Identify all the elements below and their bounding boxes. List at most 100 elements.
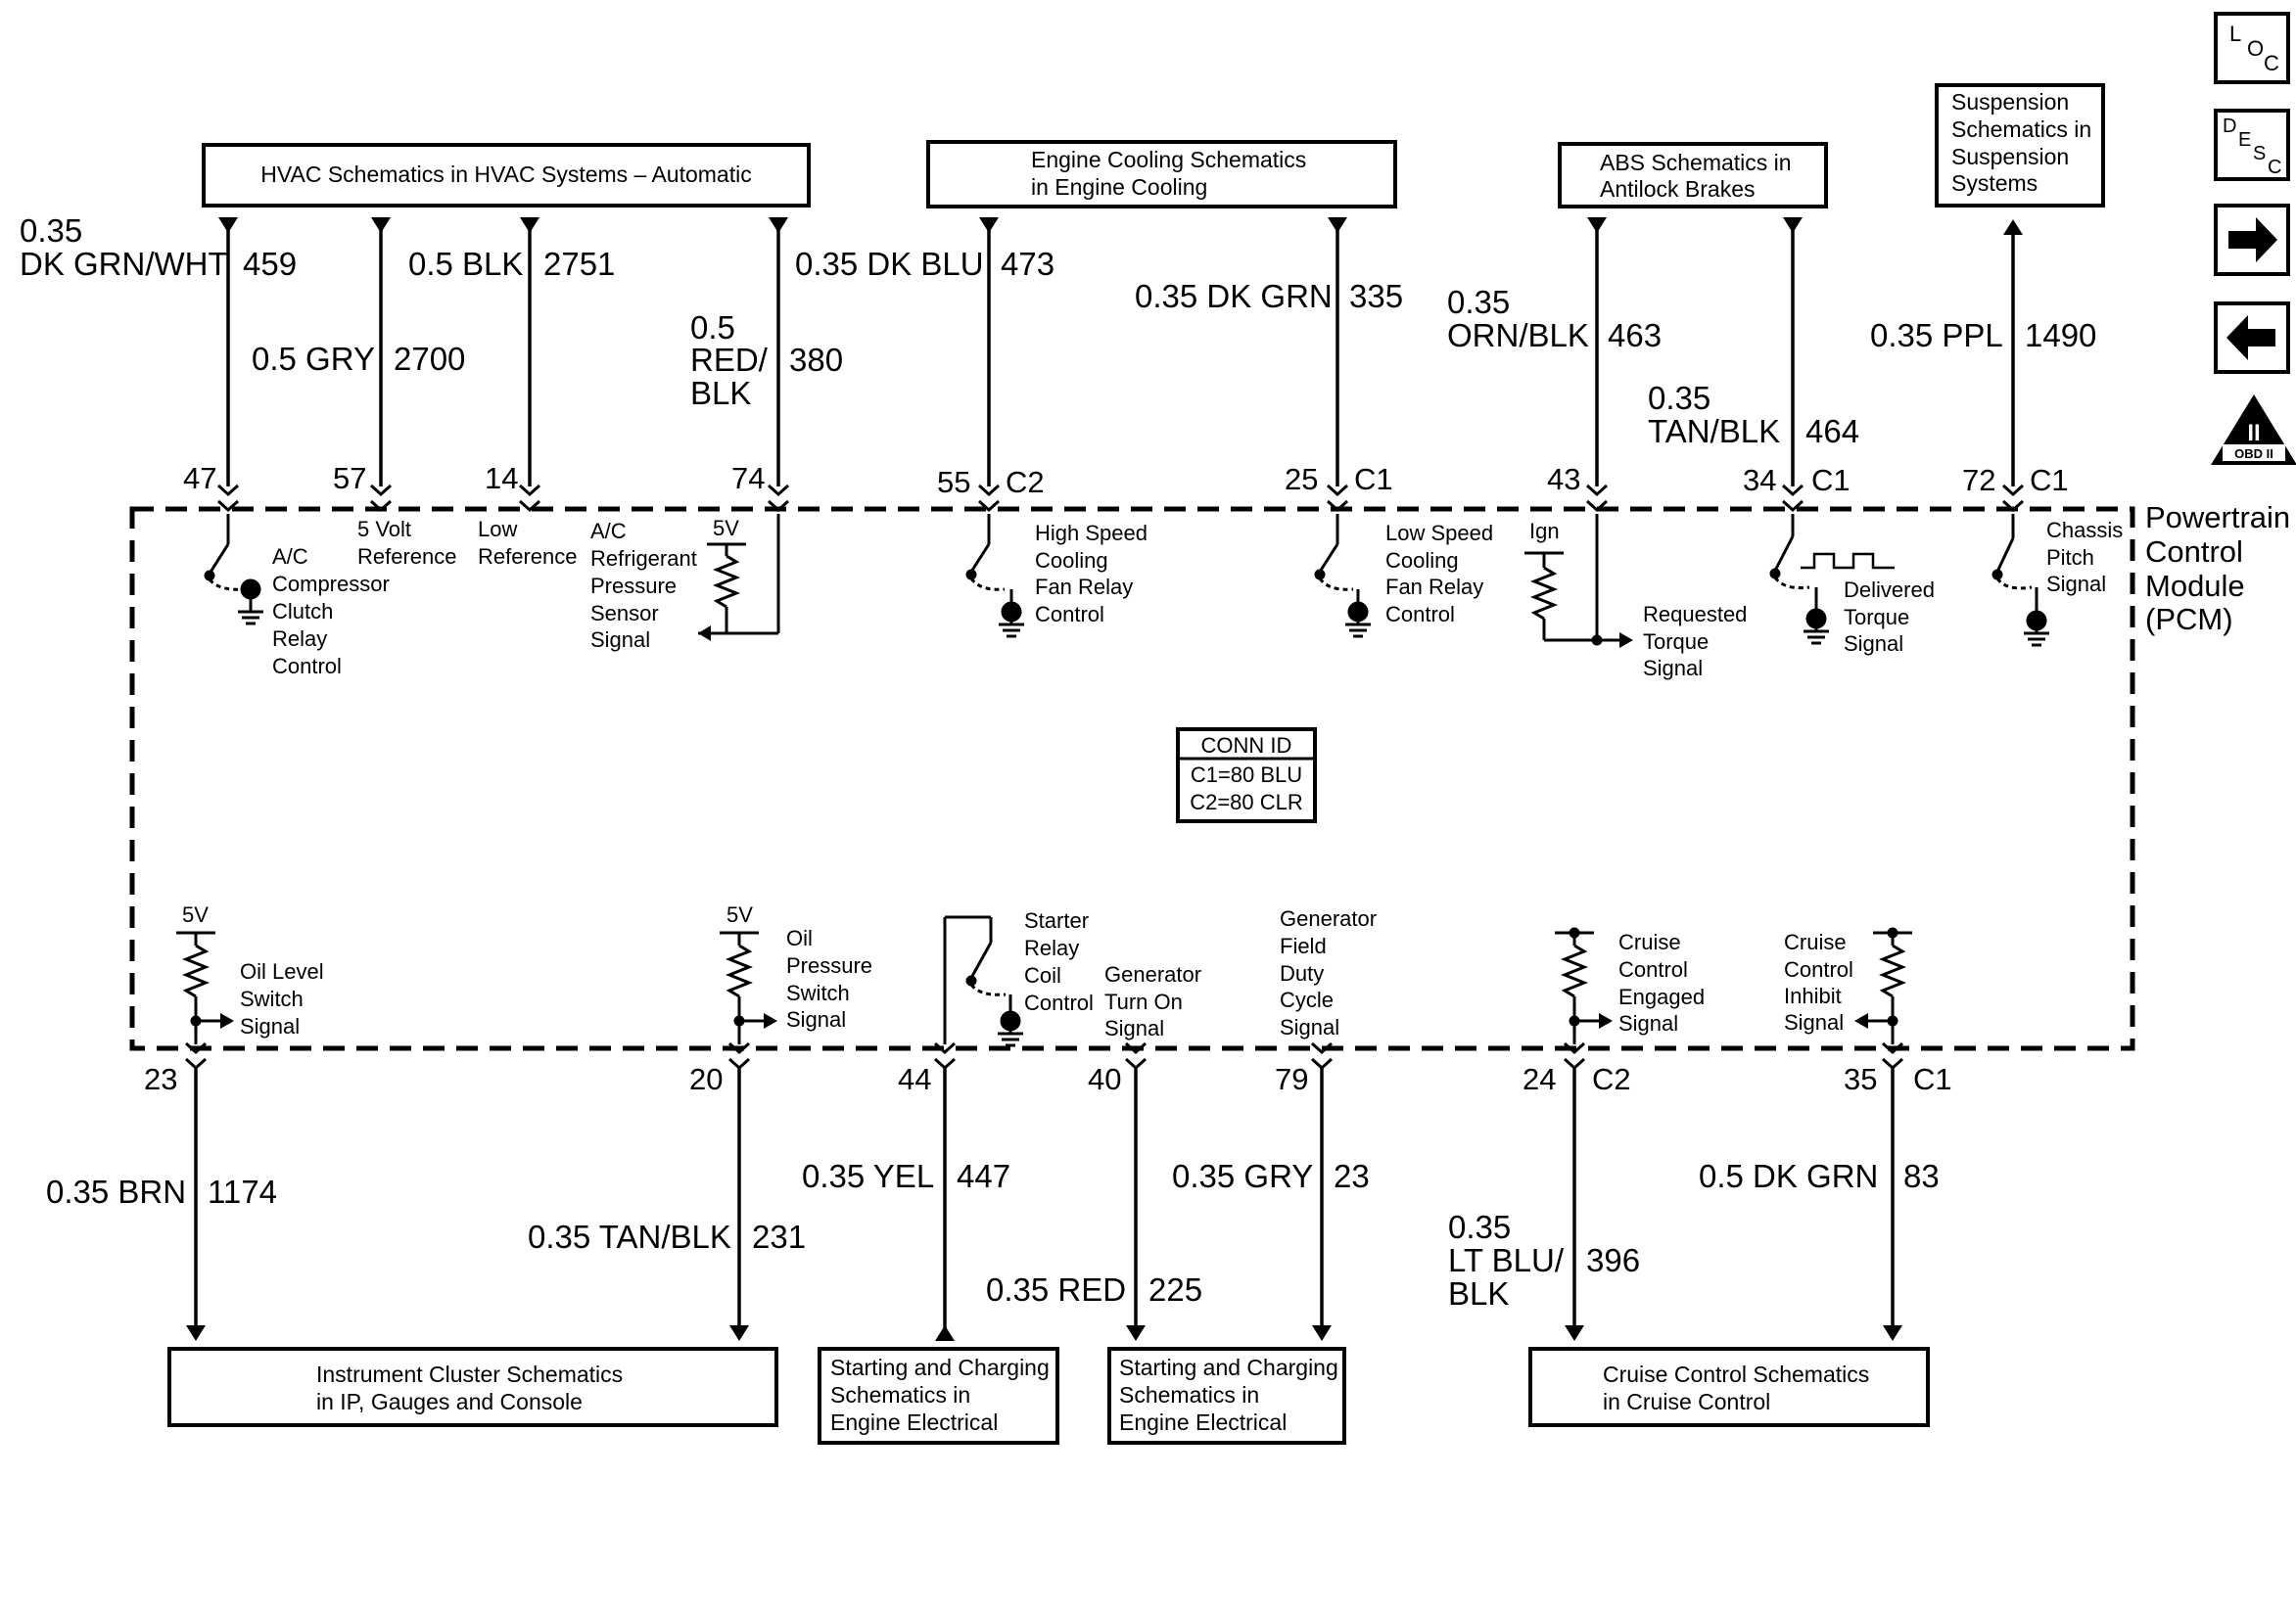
oil-pressure-label-2: Pressure [786, 953, 872, 978]
oil-level-label-2: Switch [240, 987, 304, 1011]
loc-icon-c: C [2264, 51, 2279, 75]
wire-83-circuit: 83 [1903, 1158, 1940, 1194]
cruise-control-box-line-1: Cruise Control Schematics [1603, 1362, 1869, 1387]
desc-icon[interactable]: D E S C [2214, 109, 2290, 181]
ac-clutch-label-2: Compressor [272, 572, 390, 596]
ac-clutch-label-1: A/C [272, 544, 308, 569]
generator-field-label-3: Duty [1280, 961, 1324, 986]
ac-pressure-label-4: Sensor [590, 601, 659, 625]
high-fan-label-1: High Speed [1035, 521, 1148, 545]
abs-box[interactable]: ABS Schematics in Antilock Brakes [1558, 142, 1828, 208]
desc-icon-d: D [2223, 116, 2236, 137]
pin-44-label: 44 [898, 1062, 931, 1096]
oil-level-5v-label: 5V [182, 902, 209, 927]
bottom-function-labels: 5V Oil Level Switch Signal 5V Oil Pressu… [182, 902, 1853, 1040]
cruise-control-box[interactable]: Cruise Control Schematics in Cruise Cont… [1528, 1347, 1930, 1427]
wire-335-circuit: 335 [1349, 278, 1403, 314]
wire-1174-circuit: 1174 [208, 1174, 277, 1210]
pin-55-label: 55 [937, 465, 970, 499]
low-fan-label-4: Control [1385, 602, 1455, 626]
wire-447 [935, 1067, 955, 1341]
pin-74-label: 74 [731, 461, 765, 495]
cruise-engaged-label-3: Engaged [1618, 985, 1705, 1009]
wire-396-gauge: 0.35 [1448, 1209, 1511, 1245]
engine-cooling-box[interactable]: Engine Cooling Schematics in Engine Cool… [926, 140, 1397, 208]
instrument-cluster-box[interactable]: Instrument Cluster Schematics in IP, Gau… [167, 1347, 778, 1427]
high-speed-fan-switch [965, 514, 1024, 638]
abs-box-line-1: ABS Schematics in [1600, 150, 1792, 175]
bottom-wires [186, 1067, 1902, 1341]
cruise-inhibit-label-3: Inhibit [1784, 984, 1842, 1008]
desc-icon-s: S [2253, 143, 2266, 164]
requested-torque-ign-label: Ign [1529, 519, 1560, 543]
wire-464-color: TAN/BLK [1648, 413, 1780, 449]
starting-charging-box-2-line-1: Starting and Charging [1119, 1355, 1338, 1380]
starting-charging-box-1-line-2: Schematics in [830, 1382, 970, 1408]
starting-charging-box-1[interactable]: Starting and Charging Schematics in Engi… [818, 1347, 1059, 1445]
bottom-pin-labels: 23 20 44 40 79 24 C2 35 C1 [144, 1062, 1952, 1096]
oil-pressure-label-3: Switch [786, 981, 850, 1005]
cruise-engaged-label-2: Control [1618, 957, 1688, 982]
suspension-box-line-2: Schematics in [1951, 116, 2091, 142]
wire-2751-label: 0.5 BLK [408, 246, 523, 282]
delivered-torque-label-1: Delivered [1844, 578, 1935, 602]
wire-231-circuit: 231 [752, 1219, 806, 1255]
pin-35-connector-id: C1 [1913, 1062, 1952, 1096]
starting-charging-box-2-line-2: Schematics in [1119, 1382, 1259, 1408]
conn-id-box: CONN ID C1=80 BLU C2=80 CLR [1176, 727, 1317, 823]
instrument-cluster-box-line-1: Instrument Cluster Schematics [316, 1362, 623, 1387]
conn-id-c2: C2=80 CLR [1190, 790, 1303, 814]
wire-231 [729, 1067, 749, 1341]
wire-1490 [2003, 219, 2023, 486]
wire-23 [1312, 1067, 1332, 1341]
obd-ii-roman: II [2247, 420, 2260, 446]
wire-396 [1565, 1067, 1584, 1341]
pin-43-connector [1585, 484, 1609, 513]
loc-icon[interactable]: L O C [2214, 12, 2290, 84]
top-destination-boxes: HVAC Schematics in HVAC Systems – Automa… [202, 83, 2105, 208]
wire-396-color-1: LT BLU/ [1448, 1242, 1565, 1278]
pcm-title: Powertrain Control Module (PCM) [2145, 500, 2290, 636]
ac-pressure-label-1: A/C [590, 519, 627, 543]
oil-level-label-3: Signal [240, 1014, 300, 1039]
obd-ii-label: OBD II [2234, 446, 2273, 461]
pin-25-connector-id: C1 [1354, 462, 1393, 496]
hvac-box[interactable]: HVAC Schematics in HVAC Systems – Automa… [202, 143, 811, 208]
delivered-torque-label-2: Torque [1844, 605, 1909, 629]
starter-relay-label-4: Control [1024, 991, 1094, 1015]
top-function-labels: A/C Compressor Clutch Relay Control 5 Vo… [272, 516, 2123, 680]
low-ref-label-1: Low [478, 517, 517, 541]
pin-72-connector [2001, 484, 2025, 513]
wire-380-color-2: BLK [690, 375, 751, 411]
suspension-box[interactable]: Suspension Schematics in Suspension Syst… [1935, 83, 2105, 208]
top-pin-labels: 47 57 14 74 55 C2 25 C1 43 34 C1 72 C1 [183, 461, 2069, 499]
ac-pressure-label-2: Refrigerant [590, 546, 697, 571]
generator-turn-on-label-3: Signal [1104, 1016, 1164, 1040]
wire-2700-label: 0.5 GRY [252, 341, 375, 377]
pin-40-label: 40 [1088, 1062, 1121, 1096]
cruise-control-box-line-2: in Cruise Control [1603, 1389, 1770, 1414]
next-arrow-icon[interactable] [2214, 204, 2290, 276]
generator-field-label-5: Signal [1280, 1015, 1339, 1040]
starting-charging-box-2[interactable]: Starting and Charging Schematics in Engi… [1107, 1347, 1346, 1445]
oil-pressure-label-1: Oil [786, 926, 813, 950]
wire-2751-circuit: 2751 [543, 246, 615, 282]
wire-473-label: 0.35 DK BLU [795, 246, 984, 282]
pin-55-connector [977, 484, 1001, 513]
wire-380-color-1: RED/ [690, 342, 769, 378]
pin-43-label: 43 [1547, 462, 1580, 496]
obd-ii-icon[interactable]: OBD II II [2211, 394, 2296, 465]
wire-2700 [371, 217, 391, 486]
high-fan-label-2: Cooling [1035, 548, 1108, 573]
suspension-box-line-4: Systems [1951, 170, 2038, 196]
requested-torque-label-1: Requested [1643, 602, 1747, 626]
pin-25-connector [1326, 484, 1349, 513]
pcm-internal-top [204, 514, 2049, 648]
low-ref-label-2: Reference [478, 544, 578, 569]
pin-44-connector [933, 1041, 957, 1071]
starter-relay-label-2: Relay [1024, 936, 1079, 960]
ac-pressure-label-3: Pressure [590, 574, 677, 598]
starter-relay-switch [943, 915, 1023, 1047]
pin-23-label: 23 [144, 1062, 177, 1096]
previous-arrow-icon[interactable] [2214, 301, 2290, 374]
